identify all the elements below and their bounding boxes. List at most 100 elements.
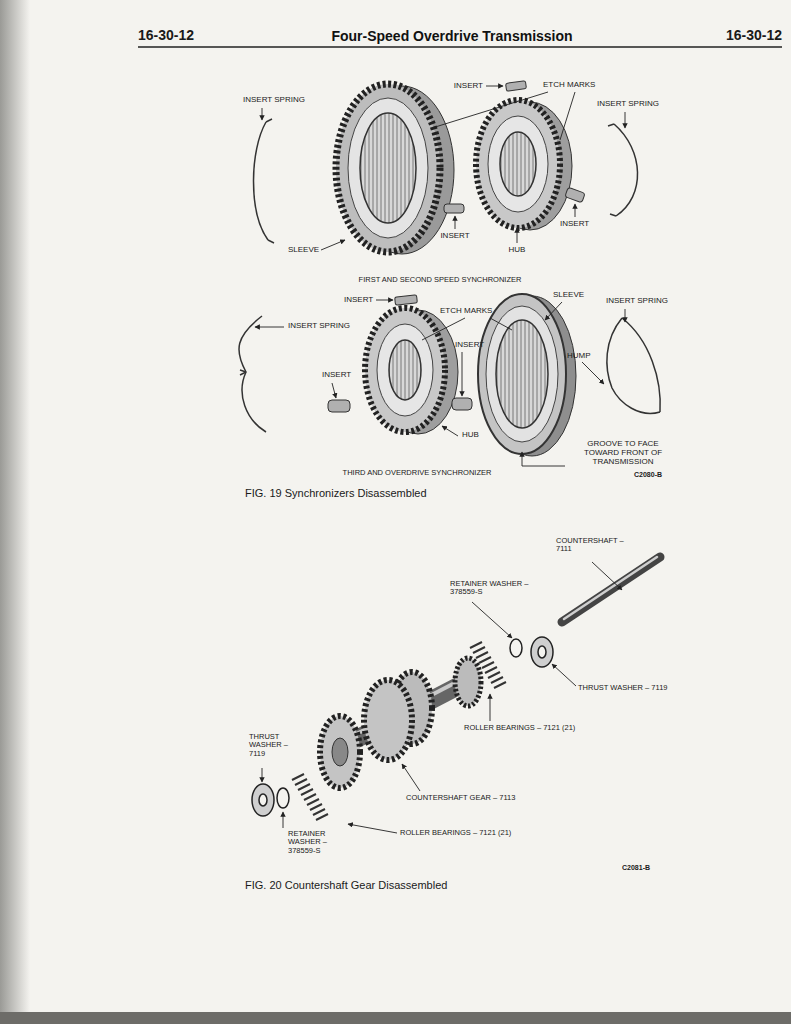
sleeve: [478, 294, 576, 456]
leader-line: [432, 92, 548, 128]
part-label: THRUST WASHER – 7119: [578, 684, 667, 692]
insert-spring: [266, 119, 272, 122]
hub: [476, 100, 560, 228]
hub: [365, 308, 458, 434]
part-label: COUNTERSHAFT – 7111: [556, 537, 636, 554]
page-edge: [0, 0, 30, 1024]
header-rule: [138, 47, 782, 48]
leader-line: [332, 383, 336, 398]
leader-line: [472, 602, 512, 638]
leader-line: [262, 108, 263, 120]
part-label: ROLLER BEARINGS – 7121 (21): [400, 829, 511, 837]
figure-caption: FIG. 20 Countershaft Gear Disassembled: [245, 879, 447, 891]
insert-spring: [239, 316, 266, 432]
sleeve: [336, 84, 440, 252]
hub: [377, 324, 433, 416]
insert: [395, 295, 418, 305]
leader-line: [552, 664, 576, 686]
washer: [538, 646, 546, 658]
washer: [277, 788, 289, 808]
washer: [531, 637, 553, 667]
insert-spring: [240, 370, 246, 375]
assembly-title: THIRD AND OVERDRIVE SYNCHRONIZER: [343, 469, 492, 477]
header-rule: [138, 46, 782, 48]
leader-line: [462, 352, 463, 396]
part-label: RETAINER WASHER – 378559-S: [288, 830, 348, 855]
countershaft: [562, 557, 660, 622]
leader-line: [455, 216, 456, 229]
part-label: INSERT: [455, 341, 484, 350]
leader-line: [376, 300, 393, 301]
insert: [452, 398, 472, 410]
roller-bearings: [292, 774, 328, 820]
part-label: INSERT: [560, 220, 589, 229]
leader-line: [522, 452, 565, 466]
sleeve: [496, 320, 548, 428]
leader-line: [422, 318, 465, 340]
hub: [500, 132, 536, 196]
countershaft-gear: [320, 716, 360, 788]
note-label: GROOVE TO FACE TOWARD FRONT OF TRANSMISS…: [569, 440, 677, 467]
insert: [444, 81, 585, 213]
insert-spring: [608, 124, 614, 126]
leader-line: [625, 112, 626, 128]
part-label: INSERT SPRING: [243, 96, 305, 105]
countershaft: [562, 557, 660, 622]
washer: [510, 639, 522, 657]
sleeve: [348, 98, 428, 238]
part-label: SLEEVE: [553, 291, 584, 300]
insert: [444, 204, 464, 213]
hub: [389, 340, 421, 400]
part-label: HUMP: [567, 352, 591, 361]
part-label: INSERT: [344, 296, 373, 305]
insert-spring: [614, 124, 638, 216]
part-label: SLEEVE: [288, 246, 319, 255]
insert: [328, 400, 350, 412]
part-label: INSERT SPRING: [288, 322, 350, 331]
sleeve: [360, 113, 416, 223]
leader-line: [283, 812, 284, 828]
leader-line: [582, 362, 604, 384]
leader-line: [402, 764, 420, 791]
part-label: THRUST WASHER – 7119: [249, 733, 294, 758]
insert-spring: [268, 240, 274, 243]
leader-line: [490, 318, 512, 330]
washer: [259, 794, 267, 806]
part-label: ROLLER BEARINGS – 7121 (21): [464, 724, 575, 732]
figure-code: C2080-B: [634, 471, 662, 479]
insert-spring: [254, 122, 269, 240]
leader-line: [625, 309, 626, 322]
part-label: ETCH MARKS: [440, 307, 492, 316]
sleeve: [478, 294, 566, 454]
part-label: INSERT SPRING: [597, 100, 659, 109]
hub: [476, 100, 572, 230]
countershaft-gear: [320, 658, 481, 788]
part-label: ETCH MARKS: [543, 81, 595, 90]
page-title: Four-Speed Overdrive Transmission: [331, 28, 572, 44]
page-edge: [0, 1012, 791, 1024]
leader-line: [545, 302, 562, 320]
leader-line: [262, 768, 263, 782]
countershaft: [564, 557, 657, 619]
part-label: COUNTERSHAFT GEAR – 7113: [406, 794, 515, 802]
leader-line: [348, 824, 397, 833]
insert-spring: [607, 318, 660, 413]
part-label: INSERT: [454, 82, 483, 91]
hub: [365, 308, 445, 432]
insert-spring: [622, 318, 660, 412]
leader-line: [560, 92, 575, 140]
page-number: 16-30-12: [138, 28, 194, 44]
sleeve: [336, 84, 454, 254]
insert: [565, 187, 585, 203]
leader-line: [486, 86, 503, 87]
countershaft-gear: [455, 658, 481, 706]
countershaft-gear: [364, 680, 412, 760]
assembly-title: FIRST AND SECOND SPEED SYNCHRONIZER: [359, 276, 522, 284]
part-label: RETAINER WASHER – 378559-S: [450, 580, 540, 597]
part-label: HUB: [462, 431, 479, 440]
leader-line: [592, 562, 622, 590]
leader-line: [255, 327, 284, 328]
